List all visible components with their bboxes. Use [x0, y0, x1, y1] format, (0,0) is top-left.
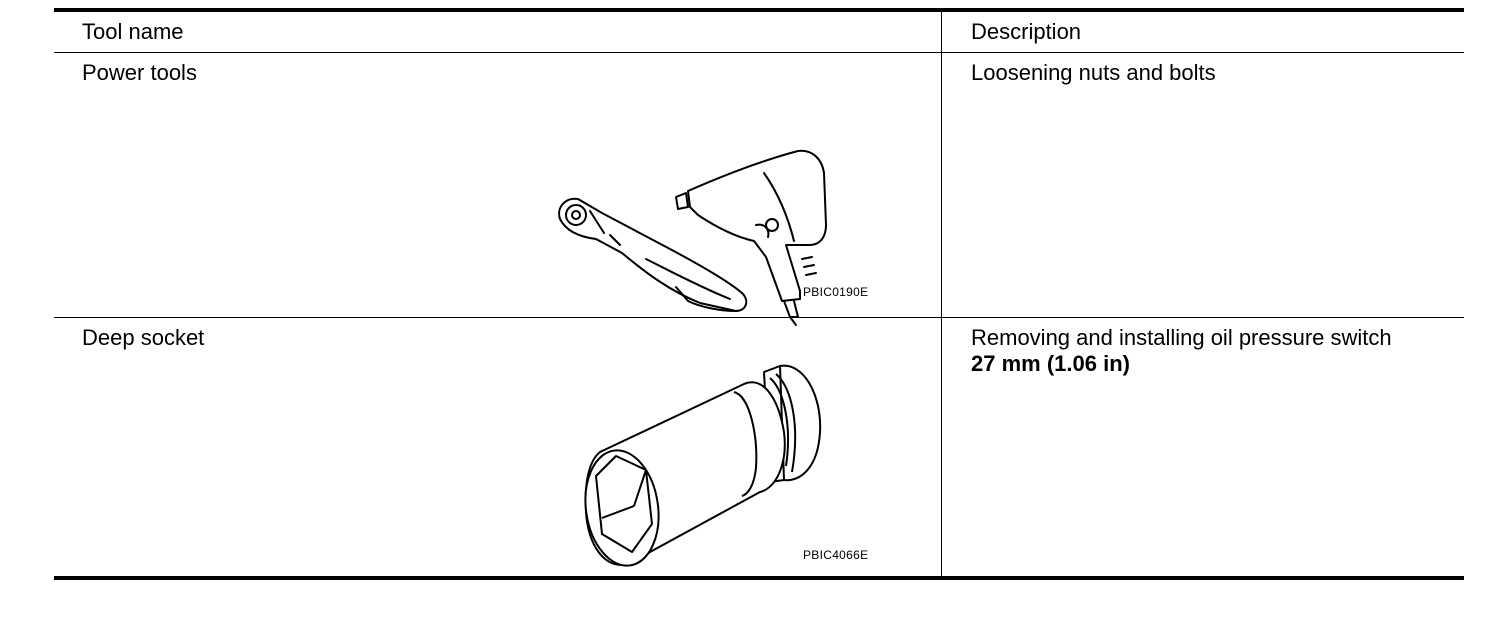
tool-name: Deep socket — [82, 325, 205, 350]
table-header-row: Tool name Description — [54, 12, 1464, 52]
description-text-block: Removing and installing oil pressure swi… — [971, 325, 1392, 377]
description-cell: Loosening nuts and bolts — [942, 53, 1464, 317]
description-text: Loosening nuts and bolts — [971, 60, 1216, 85]
table-row: Power tools PBIC0190E — [54, 52, 1464, 326]
description-text: Removing and installing oil pressure swi… — [971, 325, 1392, 350]
header-tool-name-cell: Tool name — [54, 12, 942, 52]
header-description-cell: Description — [942, 12, 1464, 52]
description-cell: Removing and installing oil pressure swi… — [942, 318, 1464, 576]
tool-table: Tool name Description Power tools — [54, 8, 1464, 580]
figure-code: PBIC4066E — [803, 548, 869, 562]
power-tools-icon — [558, 149, 827, 326]
socket-size-spec: 27 mm (1.06 in) — [971, 351, 1130, 376]
deep-socket-icon — [584, 364, 822, 567]
tool-name: Power tools — [82, 60, 197, 85]
tool-name-cell: Power tools PBIC0190E — [54, 53, 942, 326]
header-description: Description — [971, 19, 1082, 44]
table-row: Deep socket PBIC4066E Removin — [54, 317, 1464, 576]
figure-code: PBIC0190E — [803, 285, 869, 299]
tool-name-cell: Deep socket PBIC4066E — [54, 318, 942, 576]
header-tool-name: Tool name — [82, 19, 184, 44]
